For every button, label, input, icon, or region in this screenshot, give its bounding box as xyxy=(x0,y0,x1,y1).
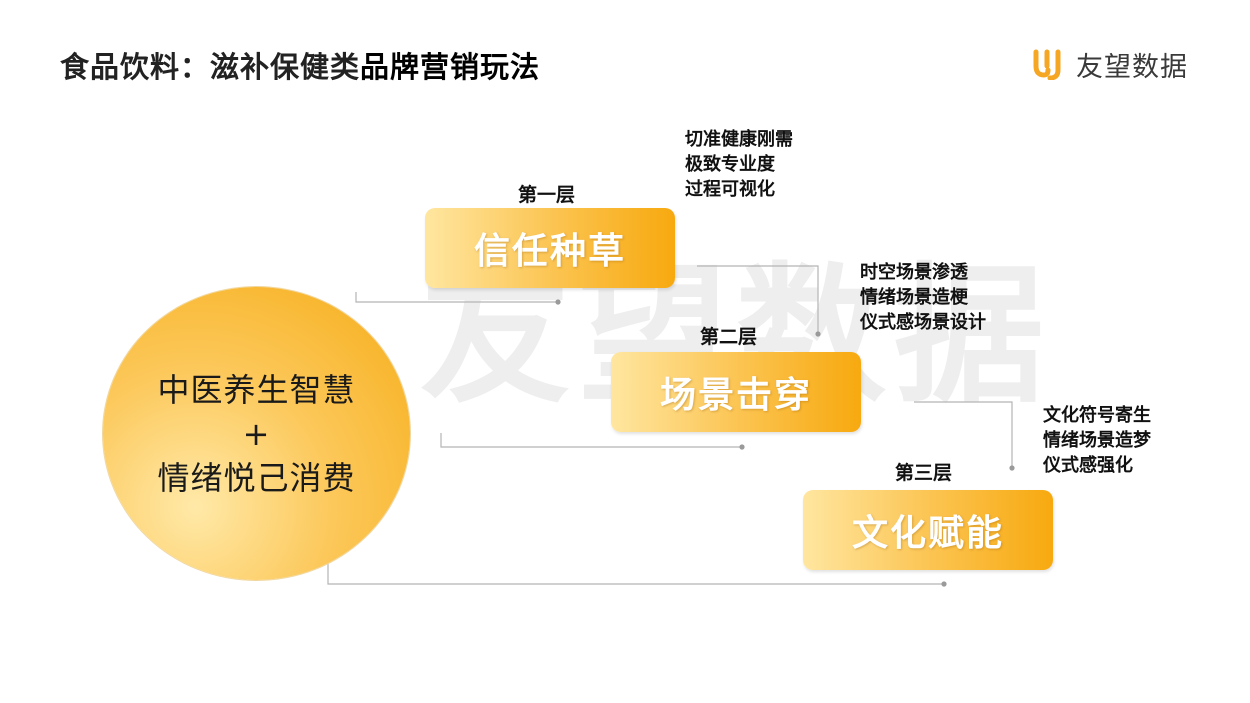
layer-3-box: 文化赋能 xyxy=(803,490,1053,570)
layer-2-notes: 时空场景渗透 情绪场景造梗 仪式感场景设计 xyxy=(860,260,986,335)
layer-3-note: 情绪场景造梦 xyxy=(1043,430,1151,451)
connector-end-dot xyxy=(815,331,821,337)
logo-text: 友望数据 xyxy=(1076,51,1188,83)
layer-1-notes: 切准健康刚需 极致专业度 过程可视化 xyxy=(685,127,793,202)
layer-2-box: 场景击穿 xyxy=(611,352,861,432)
layer-1-note: 过程可视化 xyxy=(685,179,775,200)
layer-1-title: 信任种草 xyxy=(473,231,626,272)
layer-1-note: 极致专业度 xyxy=(685,154,775,175)
connector-end-dot xyxy=(555,299,561,305)
page-title-prefix: 食品饮料：滋补保健类 xyxy=(60,50,361,84)
layer-2-note: 时空场景渗透 xyxy=(860,262,968,283)
core-concept-circle: 中医养生智慧 + 情绪悦己消费 xyxy=(103,287,410,580)
core-concept-line3: 情绪悦己消费 xyxy=(157,458,356,497)
page-title-emphasis: 品牌营销玩法 xyxy=(360,50,541,84)
layer-1-box: 信任种草 xyxy=(425,208,675,288)
layer-1-label: 第一层 xyxy=(518,184,576,206)
layer-2-label: 第二层 xyxy=(700,326,758,348)
connector-end-dot xyxy=(941,581,947,587)
core-concept-plus: + xyxy=(242,414,271,453)
layer-3-note: 文化符号寄生 xyxy=(1043,405,1151,426)
layer-3-title: 文化赋能 xyxy=(851,513,1004,554)
connector-end-dot xyxy=(739,444,745,450)
layer-3-notes: 文化符号寄生 情绪场景造梦 仪式感强化 xyxy=(1043,403,1151,478)
connector-circle-to-layer1 xyxy=(355,292,558,303)
layer-2-note: 情绪场景造梗 xyxy=(860,287,968,308)
layer-3-label: 第三层 xyxy=(895,462,953,484)
layer-2-note: 仪式感场景设计 xyxy=(860,312,986,333)
connector-end-dot xyxy=(1009,465,1015,471)
connector-layer2-to-notes3 xyxy=(914,401,1013,468)
core-concept-line1: 中医养生智慧 xyxy=(157,370,356,409)
page-title: 食品饮料：滋补保健类品牌营销玩法 xyxy=(60,44,540,86)
layer-3-note: 仪式感强化 xyxy=(1043,455,1133,476)
layer-1-note: 切准健康刚需 xyxy=(685,129,793,150)
connector-circle-to-layer2 xyxy=(440,433,742,448)
connector-layer1-to-notes2 xyxy=(697,265,819,334)
layer-2-title: 场景击穿 xyxy=(659,375,812,416)
youwang-logo-icon xyxy=(1033,49,1061,80)
brand-logo: 友望数据 xyxy=(1032,44,1188,84)
